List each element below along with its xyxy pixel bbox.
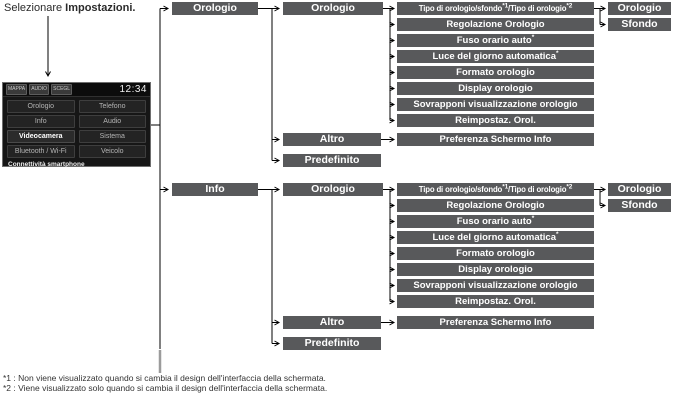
node-preferenza-schermo-info-2: Preferenza Schermo Info	[397, 316, 594, 329]
menu-button-bluetooth-wifi: Bluetooth / Wi-Fi	[7, 145, 75, 158]
menu-button-veicolo: Veicolo	[78, 145, 146, 158]
node-regolazione-orologio-1: Regolazione Orologio	[397, 18, 594, 31]
menu-button-sistema: Sistema	[78, 130, 146, 143]
topbar-button-mappa: MAPPA	[6, 84, 28, 95]
node-fuso-orario-auto-1: Fuso orario auto*	[397, 34, 594, 47]
node-child-sfondo-1: Sfondo	[608, 18, 671, 31]
node-root-orologio: Orologio	[172, 2, 258, 15]
node-predefinito-2: Predefinito	[283, 337, 381, 350]
menu-button-info: Info	[7, 115, 75, 128]
node-display-orologio-1: Display orologio	[397, 82, 594, 95]
node-root-info: Info	[172, 183, 258, 196]
instruction-label: Selezionare Impostazioni.	[4, 2, 135, 14]
instruction-target: Impostazioni.	[65, 2, 136, 14]
node-regolazione-orologio-2: Regolazione Orologio	[397, 199, 594, 212]
node-tipo-orologio-sfondo-2: Tipo di orologio/sfondo*1/Tipo di orolog…	[397, 183, 594, 196]
node-reimpostaz-orol-2: Reimpostaz. Orol.	[397, 295, 594, 308]
node-altro-2: Altro	[283, 316, 381, 329]
node-formato-orologio-2: Formato orologio	[397, 247, 594, 260]
device-topbar: MAPPA AUDIO SCEGL 12:34	[3, 83, 150, 97]
node-luce-giorno-automatica-2: Luce del giorno automatica*	[397, 231, 594, 244]
node-fuso-orario-auto-2: Fuso orario auto*	[397, 215, 594, 228]
node-display-orologio-2: Display orologio	[397, 263, 594, 276]
device-footer-label: Connettività smartphone	[8, 161, 85, 168]
node-formato-orologio-1: Formato orologio	[397, 66, 594, 79]
footnote-1: *1 : Non viene visualizzato quando si ca…	[3, 373, 326, 383]
node-tipo-orologio-sfondo-1: Tipo di orologio/sfondo*1/Tipo di orolog…	[397, 2, 594, 15]
node-sub-orologio-2: Orologio	[283, 183, 383, 196]
node-sub-orologio-1: Orologio	[283, 2, 383, 15]
node-predefinito-1: Predefinito	[283, 154, 381, 167]
footnote-2: *2 : Viene visualizzato solo quando si c…	[3, 383, 328, 393]
node-sovrapponi-visualizzazione-2: Sovrapponi visualizzazione orologio	[397, 279, 594, 292]
clock-display: 12:34	[119, 84, 147, 95]
node-child-orologio-1: Orologio	[608, 2, 671, 15]
node-altro-1: Altro	[283, 133, 381, 146]
node-child-orologio-2: Orologio	[608, 183, 671, 196]
node-reimpostaz-orol-1: Reimpostaz. Orol.	[397, 114, 594, 127]
node-child-sfondo-2: Sfondo	[608, 199, 671, 212]
menu-button-telefono: Telefono	[78, 100, 146, 113]
device-menu-grid: Orologio Telefono Info Audio Videocamera…	[3, 97, 150, 160]
device-screenshot: MAPPA AUDIO SCEGL 12:34 Orologio Telefon…	[2, 82, 151, 168]
node-luce-giorno-automatica-1: Luce del giorno automatica*	[397, 50, 594, 63]
node-preferenza-schermo-info-1: Preferenza Schermo Info	[397, 133, 594, 146]
menu-button-orologio: Orologio	[7, 100, 75, 113]
instruction-action: Selezionare	[4, 2, 63, 14]
topbar-button-scegl: SCEGL	[51, 84, 73, 95]
topbar-button-audio: AUDIO	[29, 84, 50, 95]
menu-button-audio: Audio	[78, 115, 146, 128]
node-sovrapponi-visualizzazione-1: Sovrapponi visualizzazione orologio	[397, 98, 594, 111]
menu-button-videocamera: Videocamera	[7, 130, 75, 143]
